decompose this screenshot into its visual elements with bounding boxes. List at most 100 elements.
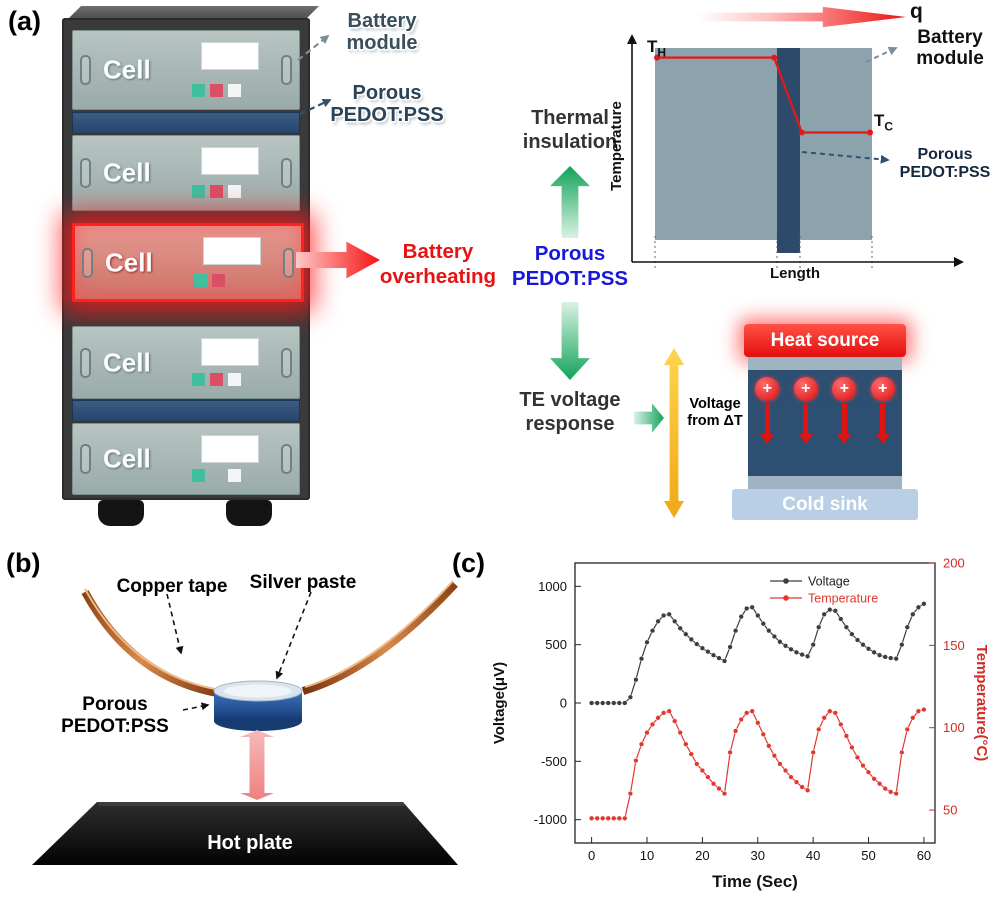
data-point — [622, 815, 628, 821]
data-point — [721, 790, 728, 797]
pedot-slab-core: + + + + — [748, 370, 902, 476]
hot-plate — [32, 802, 458, 865]
carrier-arrow-icon — [841, 404, 847, 434]
data-point — [777, 639, 783, 645]
data-point — [843, 624, 850, 630]
data-point — [799, 784, 805, 790]
t-hot-label: TH — [632, 37, 666, 60]
y-left-tick-label: -500 — [541, 754, 567, 769]
data-point — [865, 769, 872, 775]
cell-display — [201, 147, 259, 175]
data-point — [727, 644, 733, 650]
battery-cell-5: Cell — [72, 423, 300, 495]
x-tick-label: 40 — [806, 848, 820, 863]
data-point — [627, 694, 634, 700]
chart-xlabel: Time (Sec) — [712, 872, 798, 891]
data-point — [921, 601, 927, 607]
data-point — [799, 651, 805, 658]
data-point — [771, 753, 778, 759]
heat-flux-label: q — [910, 0, 923, 23]
data-point — [755, 720, 761, 726]
panel-a-label: (a) — [8, 6, 41, 36]
data-point — [766, 628, 772, 634]
data-point — [882, 654, 888, 660]
mini-plot-ylabel: Temperature — [608, 101, 625, 191]
cell-label: Cell — [103, 347, 151, 377]
data-point — [672, 718, 678, 724]
data-point — [904, 726, 910, 733]
data-point — [605, 700, 611, 706]
data-point — [793, 649, 800, 655]
hot-plate-label: Hot plate — [207, 832, 293, 854]
data-point — [849, 744, 855, 751]
status-chip-icon — [192, 373, 205, 386]
battery-rack: Cell Cell Cell — [62, 6, 319, 528]
cell-display — [201, 42, 259, 70]
cell-label: Cell — [103, 443, 151, 474]
te-response-arrow-icon — [550, 302, 590, 380]
delta-t-span-arrow-icon — [664, 348, 684, 518]
data-point — [871, 776, 877, 782]
status-chip-icon — [228, 185, 241, 198]
plus-carrier-icon: + — [870, 377, 895, 401]
data-point — [904, 624, 910, 630]
series-temperature — [591, 709, 925, 819]
panel-b-label: (b) — [6, 548, 41, 578]
rack-body: Cell Cell Cell — [62, 18, 310, 500]
data-point — [633, 677, 639, 683]
cell-handle-icon — [80, 444, 91, 474]
data-point — [716, 785, 722, 792]
data-point — [804, 653, 811, 659]
carrier-arrow-icon — [803, 404, 809, 434]
data-point — [738, 716, 744, 723]
chart-ylabel-left: Voltage(μV) — [491, 662, 508, 744]
cell-handle-icon — [281, 55, 292, 85]
data-point — [788, 646, 794, 652]
data-point — [827, 708, 833, 714]
status-chip-icon — [228, 84, 241, 97]
data-point — [899, 642, 905, 648]
dashed-arrow-porous-pedot — [299, 98, 332, 115]
plus-carrier-icon: + — [755, 377, 780, 401]
cold-sink-bar: Cold sink — [732, 489, 918, 520]
legend-marker — [783, 578, 789, 584]
data-point — [838, 616, 844, 622]
profile-marker — [798, 129, 805, 136]
data-point — [771, 633, 778, 640]
status-chip-icon — [210, 84, 223, 97]
charge-carrier: + — [755, 377, 780, 476]
data-point — [616, 700, 622, 706]
data-point — [876, 781, 883, 787]
t-cold-label: TC — [874, 111, 908, 134]
data-point — [710, 781, 717, 787]
region-battery-module-left — [655, 48, 777, 240]
copper-tape-left-highlight — [84, 588, 222, 691]
data-point — [638, 656, 645, 662]
data-point — [672, 618, 678, 624]
profile-marker — [654, 54, 660, 61]
legend-marker — [783, 595, 789, 601]
data-point — [821, 611, 827, 617]
status-chip-icon — [192, 469, 205, 482]
mini-plot-xlabel: Length — [770, 265, 820, 282]
charge-carrier: + — [793, 377, 818, 476]
callout-porous-pedot: Porous PEDOT:PSS — [330, 82, 444, 127]
data-point — [655, 715, 661, 721]
hot-plate-edge-highlight — [97, 802, 405, 806]
data-point — [710, 652, 717, 658]
data-point — [705, 774, 711, 780]
data-point — [699, 645, 706, 651]
x-tick-label: 0 — [588, 848, 595, 863]
carrier-arrowhead-icon — [760, 434, 775, 444]
cell-display — [201, 338, 259, 366]
rack-foot — [226, 500, 272, 526]
data-point — [660, 612, 667, 619]
plus-carrier-icon: + — [832, 377, 857, 401]
dashed-arrow-battery-module — [297, 34, 330, 61]
cell-handle-icon — [281, 444, 292, 474]
battery-overheating-text: Battery overheating — [379, 240, 497, 288]
y-right-tick-label: 200 — [943, 556, 965, 571]
data-point — [605, 815, 611, 821]
cell-label: Cell — [103, 157, 151, 188]
